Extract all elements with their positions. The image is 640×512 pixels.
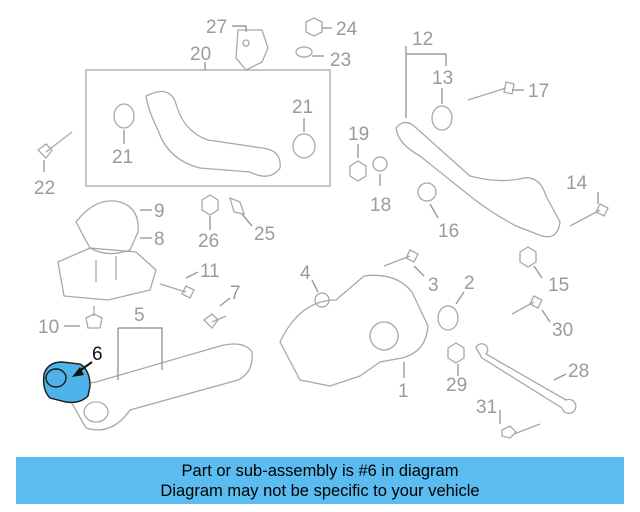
callout-11: 11	[200, 261, 220, 282]
nut-part-19	[349, 160, 367, 182]
callout-24: 24	[336, 19, 358, 40]
callout-21b: 21	[112, 147, 133, 168]
washer-part-23	[295, 46, 313, 58]
nut-part-26	[201, 194, 219, 216]
leader-25	[241, 213, 253, 227]
leader-30	[541, 309, 551, 323]
bushing-part-21a	[113, 103, 135, 129]
callout-12: 12	[412, 29, 433, 50]
callout-16: 16	[438, 221, 459, 242]
callout-23: 23	[330, 50, 351, 71]
knuckle-part-1	[279, 274, 429, 387]
bolt-part-22	[37, 131, 73, 159]
bolt-part-14	[569, 203, 609, 227]
mount-part-8	[57, 247, 157, 301]
control-arm-part-12	[395, 121, 561, 238]
callout-8: 8	[154, 229, 165, 250]
callout-14: 14	[566, 173, 588, 194]
callout-19: 19	[348, 124, 369, 145]
washer-part-16	[417, 182, 437, 202]
banner-line-part-number: Part or sub-assembly is #6 in diagram	[181, 461, 459, 480]
upper-arm-part-20	[145, 90, 281, 177]
callout-15: 15	[548, 275, 569, 296]
washer-part-18	[372, 156, 388, 172]
leader-2	[455, 291, 465, 305]
nut-part-24	[305, 17, 323, 37]
bushing-part-21b	[292, 133, 316, 159]
callout-4: 4	[300, 263, 311, 284]
callout-13: 13	[432, 68, 453, 89]
leader-7	[219, 297, 231, 307]
callout-22: 22	[34, 178, 55, 199]
leader-5	[117, 327, 163, 380]
callout-2: 2	[464, 273, 475, 294]
bolt-part-31	[501, 423, 541, 439]
bolt-part-30	[511, 295, 543, 315]
bolt-part-3	[383, 249, 419, 267]
leader-11	[185, 271, 199, 279]
callout-5: 5	[134, 305, 145, 326]
washer-part-4	[314, 292, 330, 308]
bolt-part-7	[203, 313, 227, 329]
cover-part-9	[75, 200, 139, 255]
leader-27	[232, 25, 247, 32]
callout-30: 30	[552, 320, 573, 341]
info-banner: Part or sub-assembly is #6 in diagram Di…	[16, 457, 624, 504]
bolt-part-11	[159, 283, 195, 299]
callout-7: 7	[230, 283, 241, 304]
callout-31: 31	[476, 397, 497, 418]
callout-10: 10	[38, 317, 59, 338]
leader-16	[429, 203, 439, 219]
bolt-part-17	[467, 81, 515, 101]
callout-27: 27	[206, 17, 227, 38]
callout-29: 29	[446, 375, 467, 396]
callout-9: 9	[154, 201, 165, 222]
bolt-part-15	[519, 246, 537, 268]
bushing-part-13	[431, 105, 453, 131]
leader-3	[413, 265, 425, 277]
callout-17: 17	[528, 81, 549, 102]
bolt-part-10	[85, 306, 103, 329]
banner-line-disclaimer: Diagram may not be specific to your vehi…	[160, 481, 480, 500]
callout-25: 25	[254, 224, 275, 245]
callout-3: 3	[428, 275, 439, 296]
bushing-part-2	[437, 305, 459, 331]
callout-18: 18	[370, 195, 391, 216]
leader-4	[311, 279, 319, 293]
callout-21a: 21	[292, 97, 313, 118]
leader-15	[533, 265, 543, 279]
nut-part-29	[447, 342, 465, 364]
callout-6-highlighted: 6	[92, 344, 103, 365]
clip-part-25	[229, 196, 245, 215]
parts-diagram: 27 24 23 20 12 13 17 21 21 19 22 18 14 1…	[34, 17, 609, 439]
arrowhead-6	[72, 367, 84, 377]
leader-12	[405, 46, 447, 118]
sub-assembly-box	[85, 69, 331, 187]
leader-28	[553, 373, 567, 381]
callout-1: 1	[398, 381, 409, 402]
callout-28: 28	[568, 361, 589, 382]
callout-20: 20	[190, 44, 211, 65]
link-part-28	[475, 343, 577, 415]
bracket-part-27	[235, 29, 269, 71]
callout-26: 26	[198, 231, 219, 252]
